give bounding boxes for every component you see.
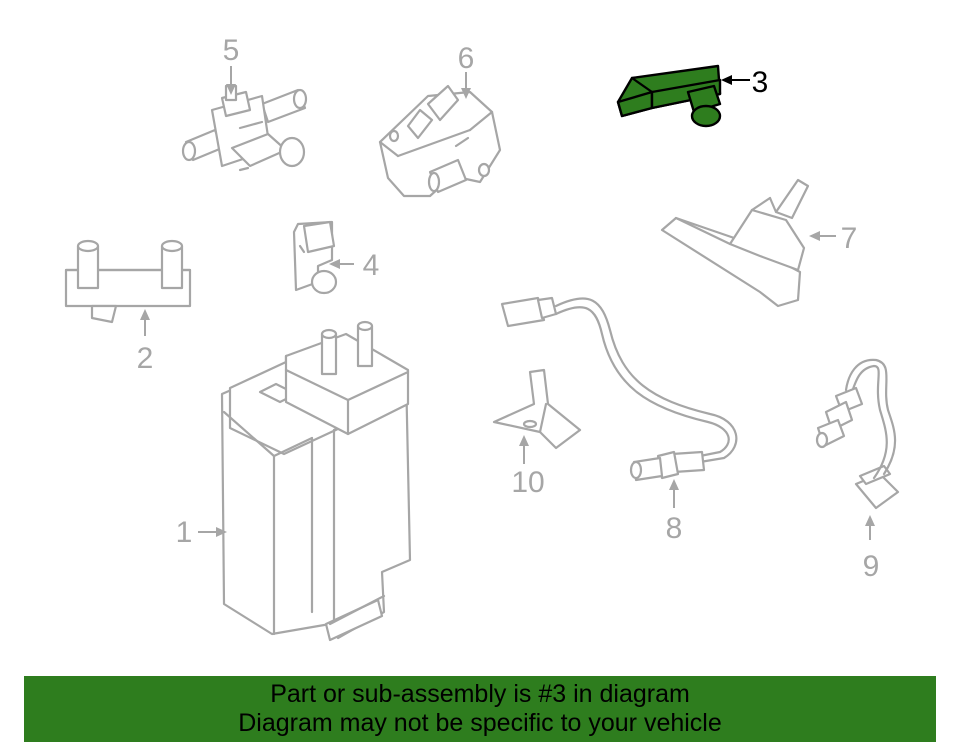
callout-9: 9 <box>863 550 880 583</box>
callout-3: 3 <box>752 66 769 99</box>
callout-10: 10 <box>511 466 544 499</box>
parts-diagram: 5 6 3 4 7 2 1 10 8 9 <box>64 34 900 642</box>
banner-line-2: Diagram may not be specific to your vehi… <box>238 709 722 737</box>
banner-line-1: Part or sub-assembly is #3 in diagram <box>270 680 690 708</box>
callout-4: 4 <box>363 249 380 282</box>
part-10-bracket[interactable] <box>492 368 582 450</box>
part-1-canister[interactable] <box>220 320 412 642</box>
callout-5: 5 <box>223 34 240 67</box>
callout-labels: 5 6 3 4 7 2 1 10 8 9 <box>137 34 880 583</box>
callout-leaders <box>140 66 875 540</box>
callout-8: 8 <box>666 512 683 545</box>
callout-2: 2 <box>137 342 154 375</box>
part-5-solenoid-valve[interactable] <box>181 84 308 172</box>
part-6-solenoid-bracket[interactable] <box>378 84 502 198</box>
part-8-oxygen-sensor[interactable] <box>500 296 738 482</box>
callout-1: 1 <box>176 516 193 549</box>
callout-7: 7 <box>841 222 858 255</box>
part-7-sensor-plate[interactable] <box>660 178 810 308</box>
callout-6: 6 <box>458 42 475 75</box>
part-2-bracket[interactable] <box>64 239 192 324</box>
info-banner: Part or sub-assembly is #3 in diagram Di… <box>24 676 936 742</box>
part-9-oxygen-sensor[interactable] <box>815 358 900 510</box>
part-3-sensor[interactable] <box>616 64 722 128</box>
part-4-small-sensor[interactable] <box>292 220 338 295</box>
